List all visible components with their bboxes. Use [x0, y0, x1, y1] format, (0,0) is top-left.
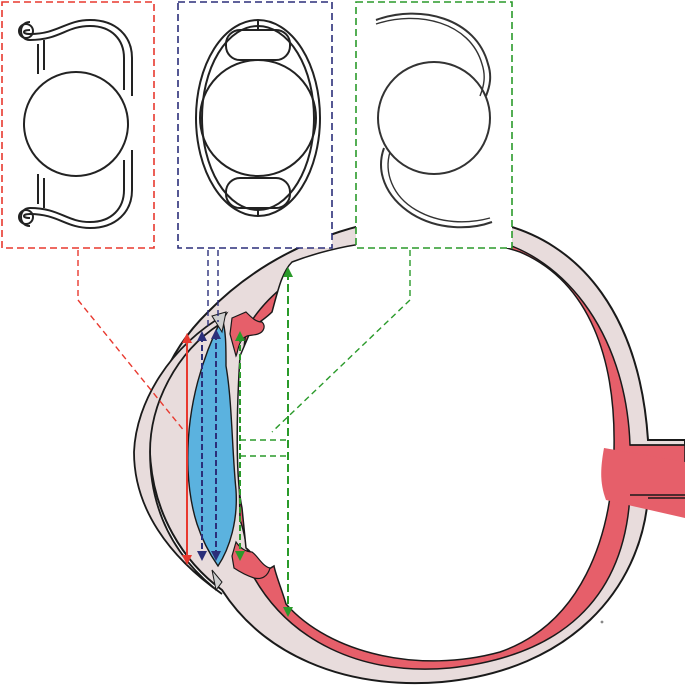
stray-mark	[600, 620, 604, 624]
anterior-lens-bottom-strut	[37, 174, 45, 208]
anterior-lens-knob-bottom	[18, 209, 34, 225]
navy-connector	[207, 250, 219, 330]
vitreous-cavity	[236, 237, 615, 662]
anterior-lens-left-strut	[37, 40, 45, 74]
connector-lines	[77, 250, 411, 457]
cornea	[133, 311, 229, 595]
lens-panel-iris-fixated	[177, 1, 333, 249]
posterior-lens-top-haptic	[375, 12, 492, 97]
iris-edge-lower	[211, 569, 223, 592]
optic-nerve-sheath	[630, 439, 685, 499]
iris-fixated-lens-drawing	[195, 19, 321, 217]
anterior-lens-knob-top	[18, 23, 34, 39]
anterior-chamber-lens-drawing	[18, 18, 133, 230]
lens-panel-posterior-chamber	[355, 1, 513, 249]
posterior-chamber-lens-drawing	[375, 12, 493, 229]
anterior-lens-top-haptic	[20, 18, 133, 96]
lens-panel-frame-green	[355, 1, 513, 249]
eye-cross-section	[133, 215, 685, 684]
posterior-lens-optic	[377, 61, 491, 175]
optic-nerve	[601, 448, 685, 518]
green-connector	[240, 250, 411, 457]
anterior-lens-optic	[23, 71, 129, 177]
posterior-lens-bottom-haptic	[380, 147, 493, 229]
measurement-markers	[182, 267, 293, 617]
iris-edge-upper	[211, 311, 227, 334]
anterior-lens-bottom-haptic	[20, 150, 133, 230]
red-connector	[77, 250, 186, 433]
lens-panel-anterior-chamber	[1, 1, 155, 249]
